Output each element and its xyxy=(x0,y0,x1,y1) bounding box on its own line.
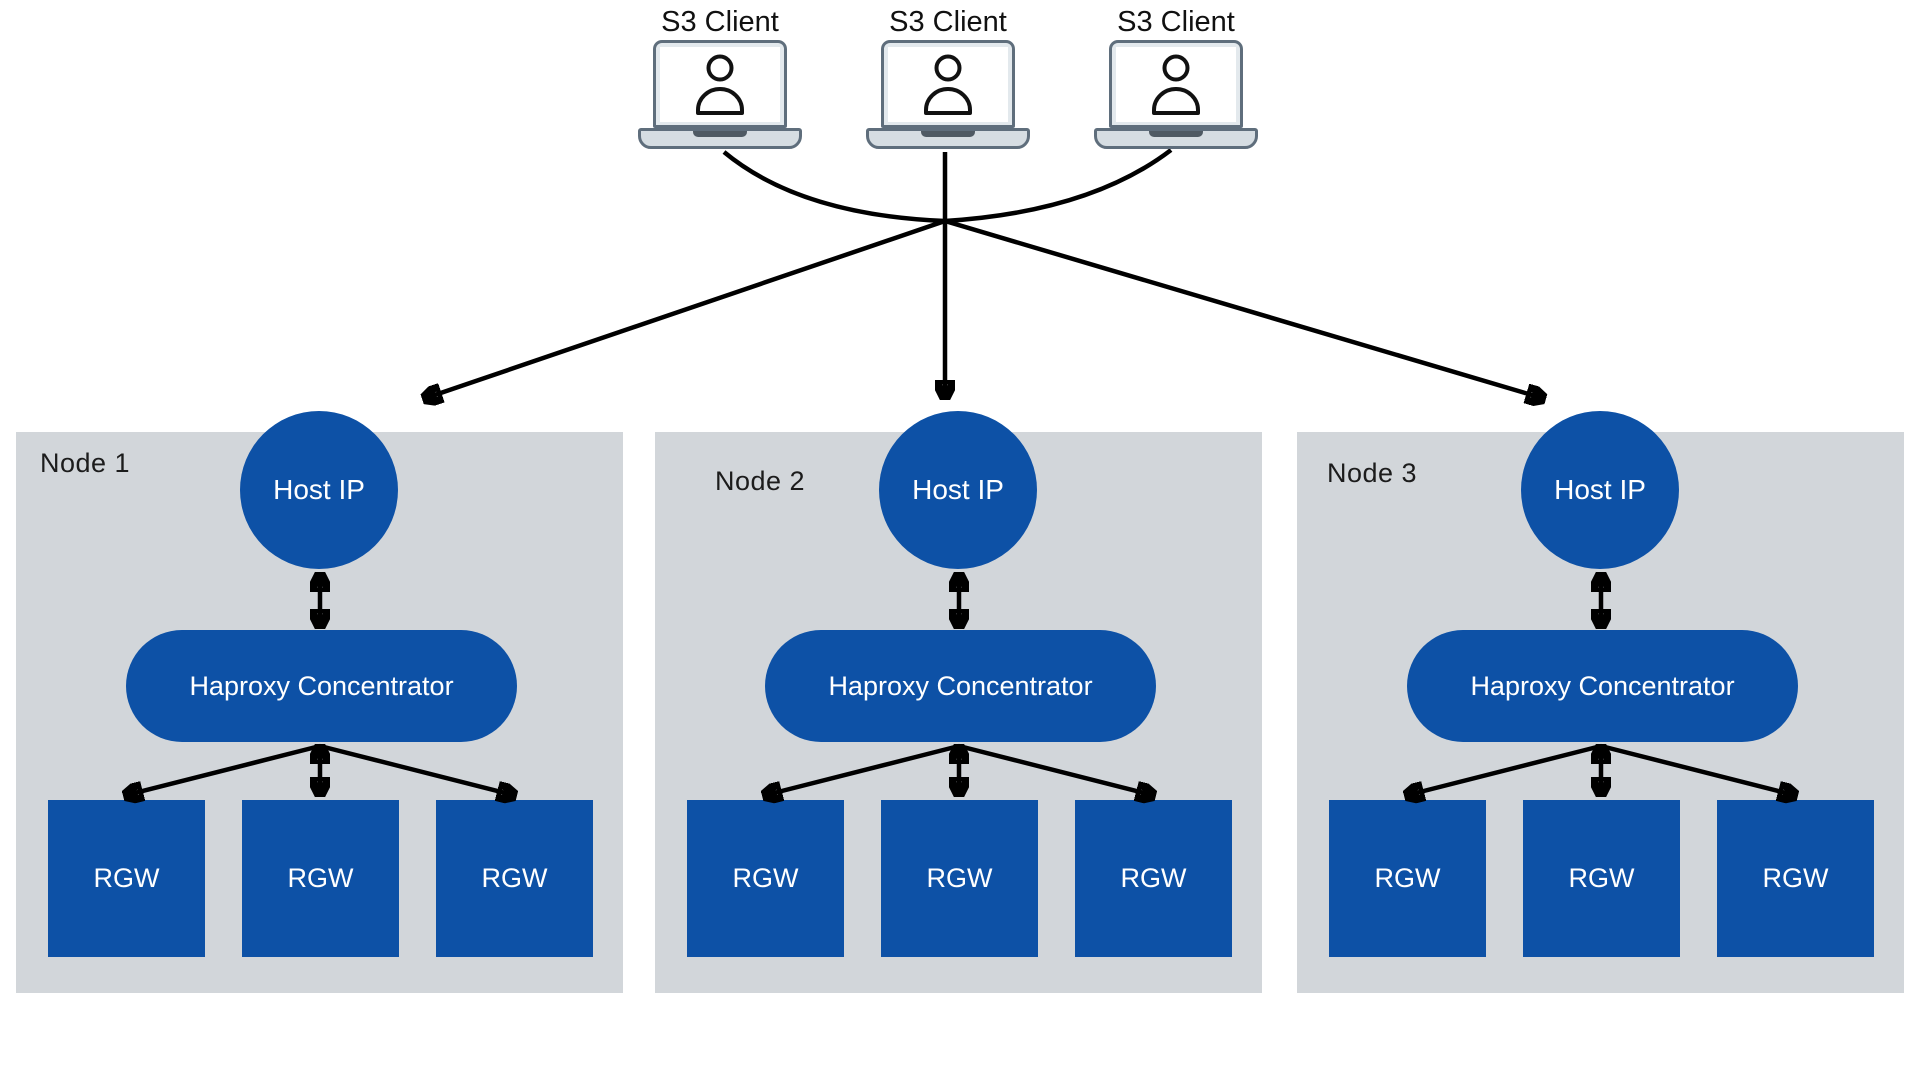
s3-client-1: S3 Client xyxy=(635,6,805,152)
laptop-display xyxy=(660,47,780,122)
node-3-label: Node 3 xyxy=(1327,458,1418,488)
node-1-rgw-box: RGW xyxy=(436,800,593,957)
laptop-display xyxy=(888,47,1008,122)
node-2-rgw-label: RGW xyxy=(1120,863,1187,893)
node-3-host-ip-circle: Host IP xyxy=(1521,411,1679,569)
node-3-rgw-label: RGW xyxy=(1568,863,1635,893)
s3-client-2: S3 Client xyxy=(863,6,1033,152)
laptop-base xyxy=(638,128,802,149)
laptop-base xyxy=(1094,128,1258,149)
node-1-host-ip-circle: Host IP xyxy=(240,411,398,569)
laptop-icon xyxy=(1091,40,1261,152)
node-1-host-ip-label: Host IP xyxy=(273,474,365,505)
node-2-host-ip-label: Host IP xyxy=(912,474,1004,505)
node-2-box: Node 2 Host IP Haproxy Concentrator RGW … xyxy=(655,411,1262,993)
node-2-host-ip-circle: Host IP xyxy=(879,411,1037,569)
s3-client-3: S3 Client xyxy=(1091,6,1261,152)
node-2-rgw-label: RGW xyxy=(732,863,799,893)
node-3-host-ip-label: Host IP xyxy=(1554,474,1646,505)
node-1-rgw-label: RGW xyxy=(287,863,354,893)
node-1-rgw-box: RGW xyxy=(48,800,205,957)
node-3-rgw-label: RGW xyxy=(1374,863,1441,893)
laptop-notch xyxy=(693,131,747,137)
user-silhouette-icon xyxy=(696,54,744,115)
node-3-box: Node 3 Host IP Haproxy Concentrator RGW … xyxy=(1297,411,1904,993)
laptop-base xyxy=(866,128,1030,149)
laptop-icon xyxy=(635,40,805,152)
node-2-haproxy-pill: Haproxy Concentrator xyxy=(765,630,1156,742)
s3-client-3-label: S3 Client xyxy=(1117,6,1235,38)
user-silhouette-icon xyxy=(1152,54,1200,115)
node-1-haproxy-pill: Haproxy Concentrator xyxy=(126,630,517,742)
node-1-rgw-label: RGW xyxy=(93,863,160,893)
arrow-client3-to-node1 xyxy=(426,148,1173,398)
laptop-display xyxy=(1116,47,1236,122)
node-3-haproxy-label: Haproxy Concentrator xyxy=(1470,670,1735,701)
node-2-rgw-label: RGW xyxy=(926,863,993,893)
s3-client-1-label: S3 Client xyxy=(661,6,779,38)
node-2-rgw-box: RGW xyxy=(881,800,1038,957)
node-2-rgw-box: RGW xyxy=(687,800,844,957)
laptop-screen xyxy=(881,40,1015,128)
laptop-screen xyxy=(1109,40,1243,128)
arrow-client1-to-node3 xyxy=(722,150,1542,398)
node-2-label: Node 2 xyxy=(715,466,806,496)
node-1-label: Node 1 xyxy=(40,448,131,478)
node-2-rgw-box: RGW xyxy=(1075,800,1232,957)
laptop-notch xyxy=(1149,131,1203,137)
node-2-haproxy-label: Haproxy Concentrator xyxy=(828,670,1093,701)
node-1-haproxy-label: Haproxy Concentrator xyxy=(189,670,454,701)
laptop-notch xyxy=(921,131,975,137)
node-1-rgw-box: RGW xyxy=(242,800,399,957)
node-1-box: Node 1 Host IP Haproxy Concentrator RGW … xyxy=(16,411,623,993)
node-3-rgw-box: RGW xyxy=(1329,800,1486,957)
user-silhouette-icon xyxy=(924,54,972,115)
s3-client-2-label: S3 Client xyxy=(889,6,1007,38)
laptop-screen xyxy=(653,40,787,128)
node-3-haproxy-pill: Haproxy Concentrator xyxy=(1407,630,1798,742)
node-3-rgw-box: RGW xyxy=(1717,800,1874,957)
node-3-rgw-box: RGW xyxy=(1523,800,1680,957)
laptop-icon xyxy=(863,40,1033,152)
node-1-rgw-label: RGW xyxy=(481,863,548,893)
node-3-rgw-label: RGW xyxy=(1762,863,1829,893)
